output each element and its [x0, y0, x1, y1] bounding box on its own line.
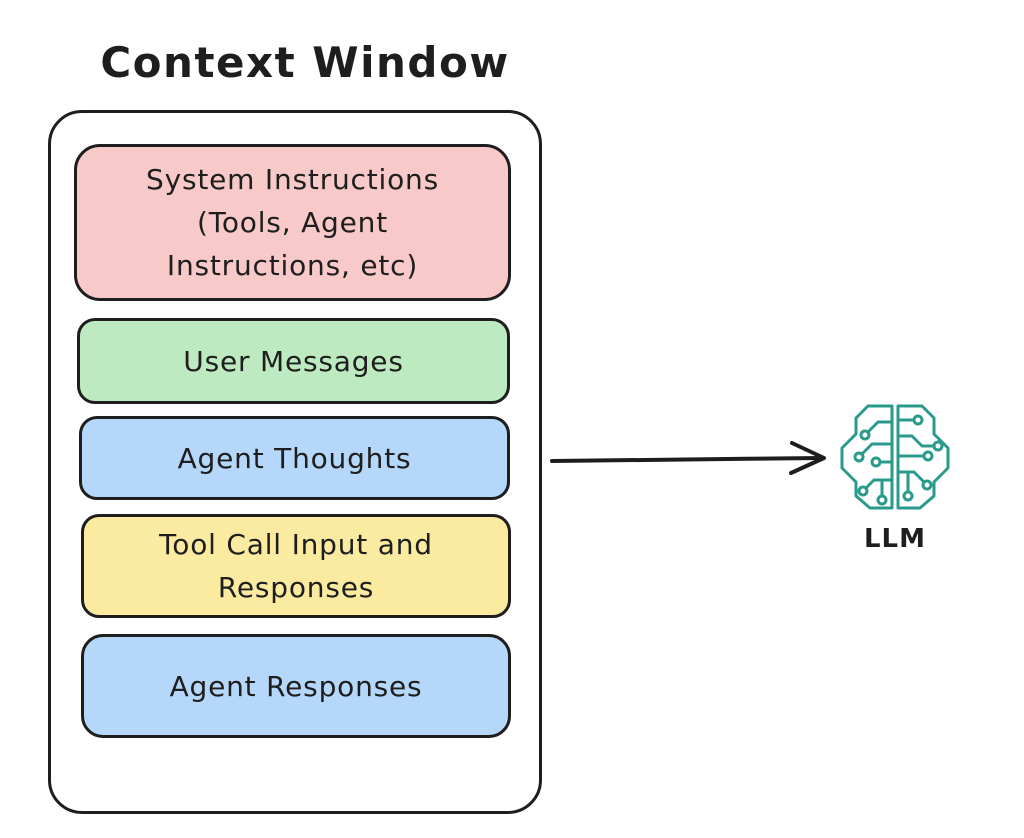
agent-responses-block: Agent Responses	[81, 634, 511, 738]
user-messages-label: User Messages	[183, 344, 404, 378]
llm-label: LLM	[863, 524, 926, 554]
system-instructions-block: System Instructions (Tools, Agent Instru…	[74, 144, 511, 301]
brain-circuit-icon	[840, 404, 950, 510]
tool-call-block: Tool Call Input and Responses	[81, 514, 511, 618]
diagram-title: Context Window	[100, 38, 510, 87]
agent-thoughts-label: Agent Thoughts	[177, 441, 412, 475]
arrow-connector	[550, 441, 826, 475]
agent-responses-label: Agent Responses	[169, 669, 423, 703]
system-instructions-label: System Instructions (Tools, Agent Instru…	[146, 163, 439, 282]
tool-call-label: Tool Call Input and Responses	[159, 528, 433, 604]
user-messages-block: User Messages	[77, 318, 510, 404]
agent-thoughts-block: Agent Thoughts	[79, 416, 510, 500]
